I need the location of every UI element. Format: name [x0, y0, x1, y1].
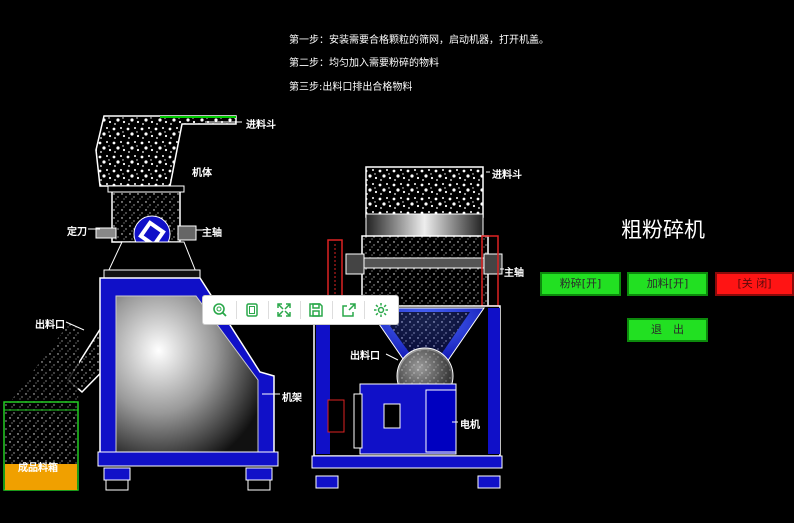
step-3-text: 第三步:出料口排出合格物料: [289, 82, 413, 93]
left-frame-label: 机架: [282, 393, 302, 404]
left-hopper-label: 进料斗: [246, 120, 276, 131]
right-hopper-label: 进料斗: [492, 170, 522, 181]
left-machine: [3, 115, 280, 491]
left-shaft-label: 主轴: [202, 228, 222, 239]
settings-icon[interactable]: [370, 299, 392, 321]
copy-icon[interactable]: [241, 299, 263, 321]
right-outlet-label: 出料口: [350, 351, 380, 362]
exit-button[interactable]: 退 出: [627, 318, 708, 342]
right-machine: [311, 166, 504, 489]
step-1-text: 第一步：安装需要合格颗粒的筛网，启动机器，打开机盖。: [289, 35, 549, 46]
fullscreen-icon[interactable]: [273, 299, 295, 321]
floating-toolbar: [202, 295, 399, 325]
save-icon[interactable]: [305, 299, 327, 321]
right-shaft-label: 主轴: [504, 268, 524, 279]
step-2-text: 第二步：均匀加入需要粉碎的物料: [289, 58, 439, 69]
crush-on-button[interactable]: 粉碎[开]: [540, 272, 621, 296]
product-bin-label: 成品料箱: [18, 463, 58, 474]
left-outlet-label: 出料口: [35, 320, 65, 331]
close-button[interactable]: [关 闭]: [715, 272, 794, 296]
left-fixed-blade-label: 定刀: [67, 227, 87, 238]
motor-label: 电机: [460, 420, 480, 431]
left-body-label: 机体: [192, 168, 212, 179]
page-title: 粗粉碎机: [621, 218, 705, 242]
feed-on-button[interactable]: 加料[开]: [627, 272, 708, 296]
zoom-icon[interactable]: [209, 299, 231, 321]
share-icon[interactable]: [338, 299, 360, 321]
